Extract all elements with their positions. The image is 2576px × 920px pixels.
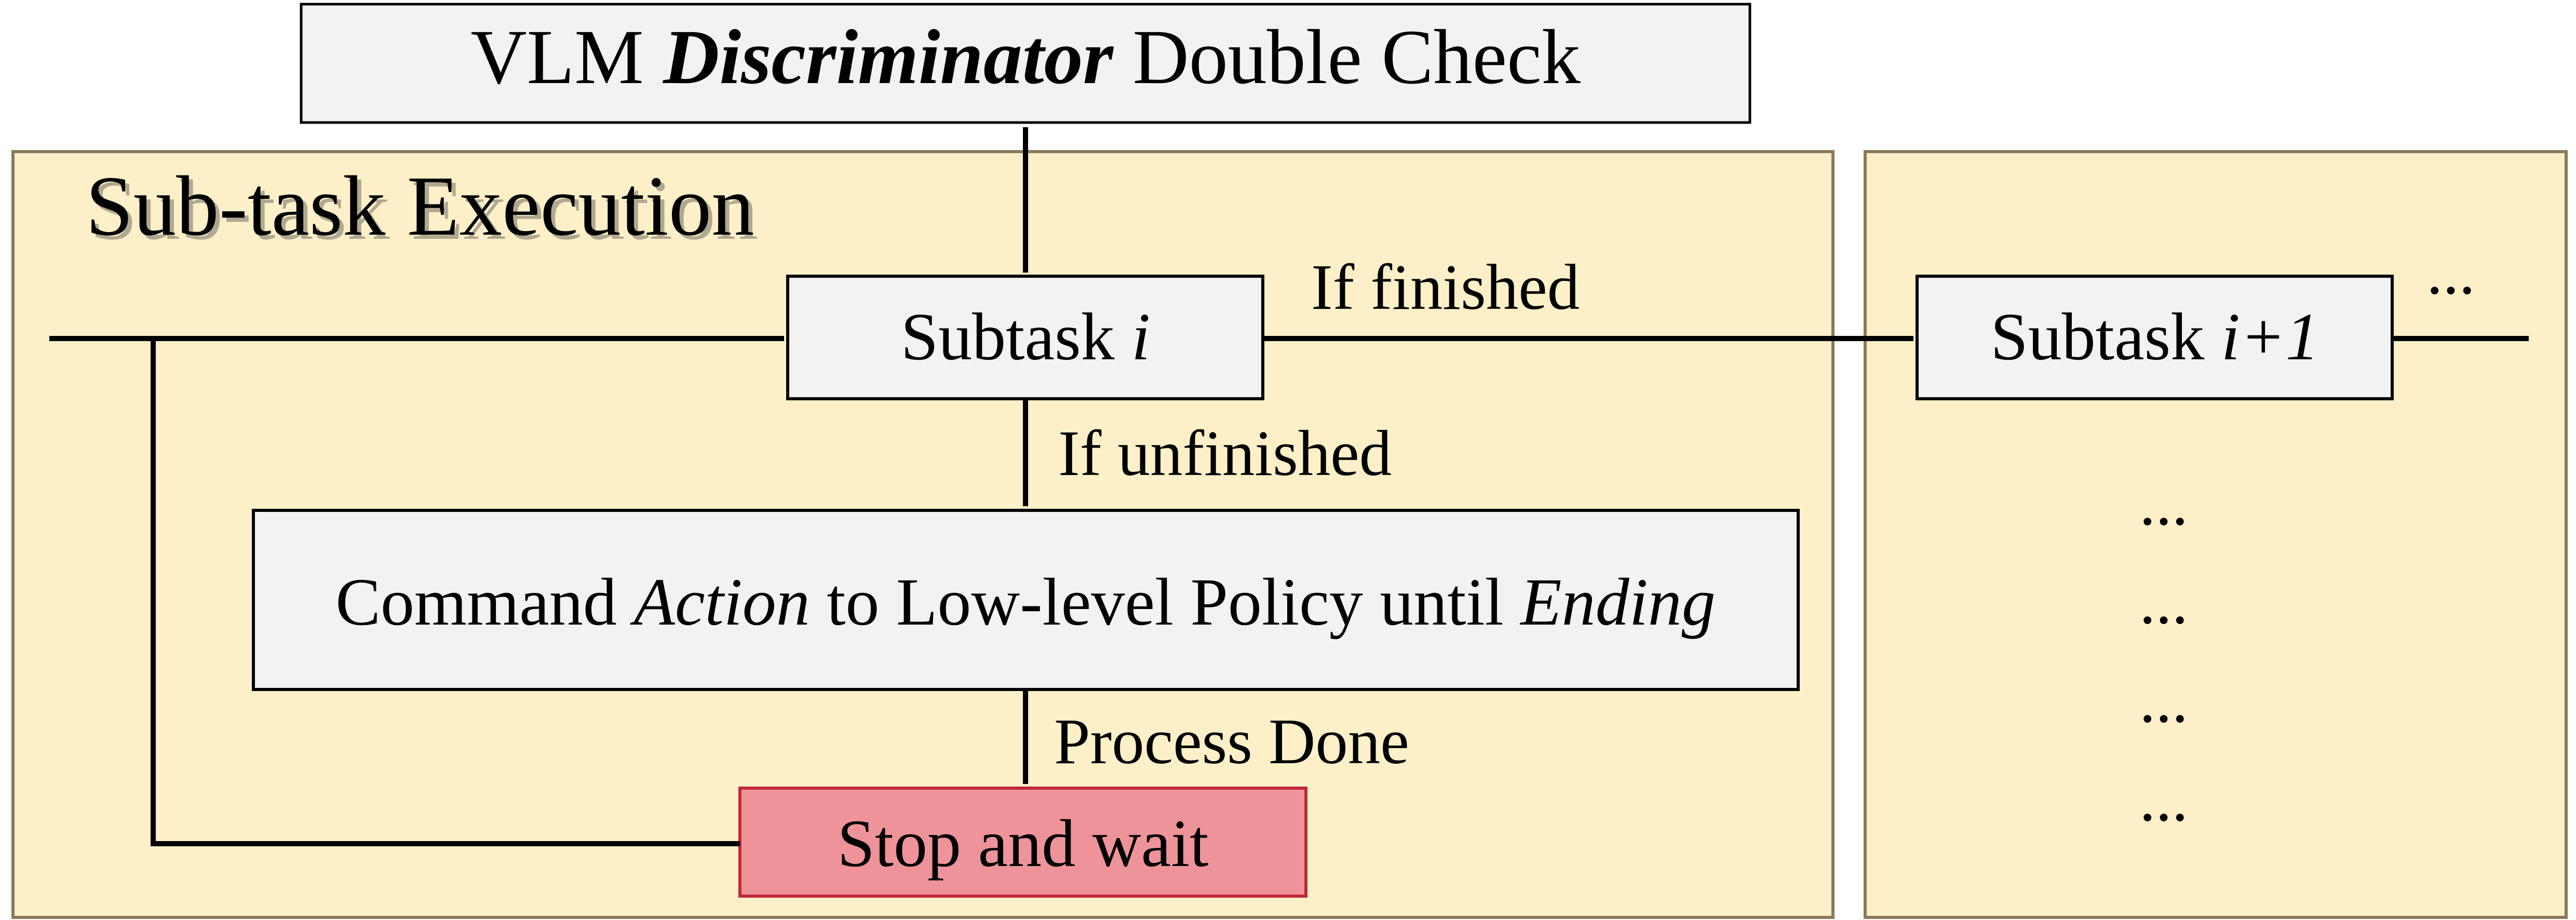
ellipsis-item: ... [2139,566,2188,638]
subtask-current-box [786,275,1264,400]
command-label: Command Action to Low-level Policy until… [335,565,1715,640]
unfinished-label: If unfinished [1058,418,1392,490]
panel-title-shadow: Sub-task Execution [90,163,759,258]
stop-wait-label: Stop and wait [838,806,1209,881]
subtask-current-label: Subtask i [901,300,1150,374]
ellipsis-item: ... [2139,467,2188,539]
stop-wait-box [738,787,1307,898]
subtask-next-box [1916,275,2394,400]
process-done-label: Process Done [1054,706,1409,778]
panel-title: Sub-task Execution [86,158,754,253]
ellipsis-item: ... [2139,763,2188,835]
continue-ellipsis: ... [2426,236,2475,308]
discriminator-label: VLM Discriminator Double Check [470,14,1580,100]
ellipsis-column: ............ [2139,467,2188,835]
subtask-next-label: Subtask i+1 [1990,300,2319,374]
finished-label: If finished [1311,252,1580,323]
command-box [252,509,1800,691]
discriminator-box [300,3,1751,124]
ellipsis-item: ... [2139,665,2188,736]
feedback-loop-line [151,339,740,846]
